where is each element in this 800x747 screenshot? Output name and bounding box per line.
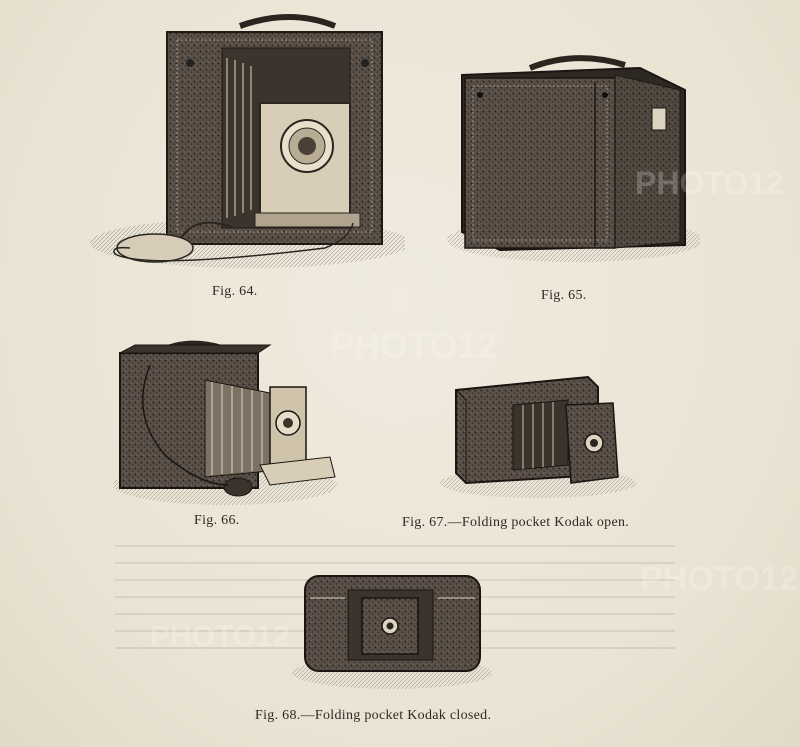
camera-closed-case-icon <box>447 55 700 262</box>
figure-68-illustration <box>290 568 495 693</box>
figure-67-illustration <box>438 365 643 505</box>
folding-kodak-open-icon <box>440 375 636 498</box>
figure-68-caption: Fig. 68.—Folding pocket Kodak closed. <box>255 708 492 723</box>
figure-65-illustration <box>440 50 700 265</box>
folding-kodak-closed-icon <box>292 575 492 689</box>
camera-open-case-with-bulb-icon <box>90 14 405 268</box>
figure-66-illustration <box>110 335 345 510</box>
figure-64-illustration <box>85 8 405 273</box>
figure-65-caption: Fig. 65. <box>541 288 587 303</box>
figure-66-caption: Fig. 66. <box>194 513 240 528</box>
watermark: PHOTO12 <box>330 325 498 366</box>
camera-bellows-extended-icon <box>113 340 337 505</box>
figure-67-caption: Fig. 67.—Folding pocket Kodak open. <box>402 515 630 530</box>
figure-64-caption: Fig. 64. <box>212 284 258 299</box>
